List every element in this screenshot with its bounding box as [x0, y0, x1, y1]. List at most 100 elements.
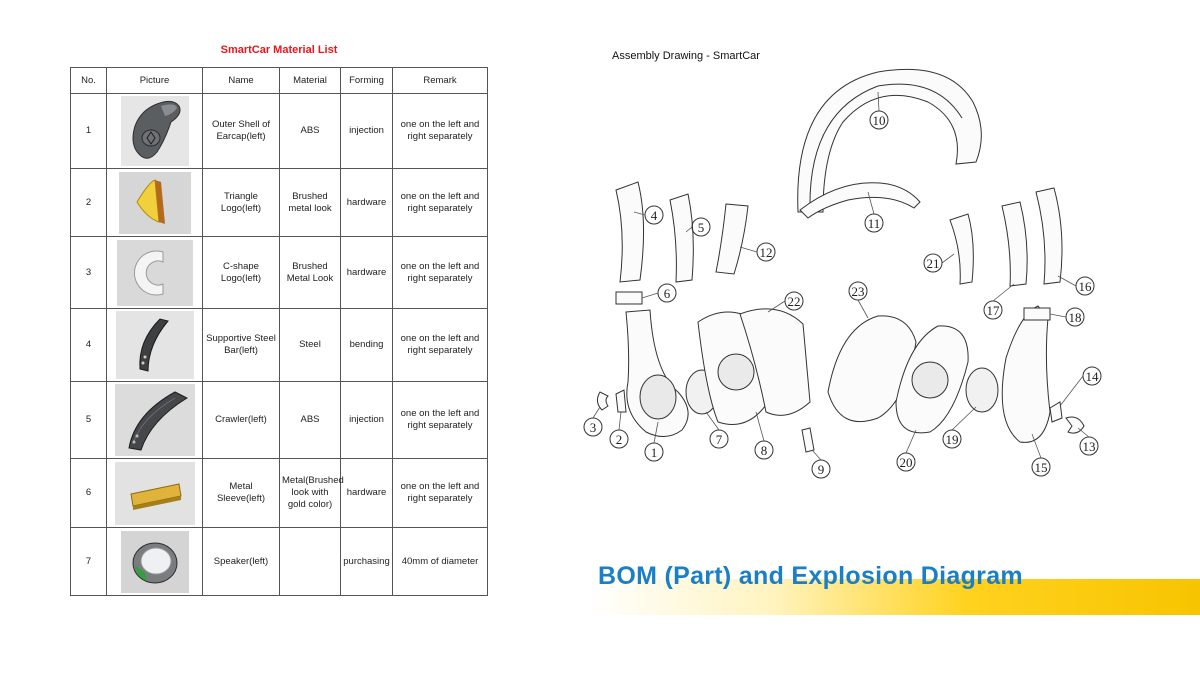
cell-no: 2: [70, 168, 107, 237]
callout-label: 6: [664, 286, 671, 301]
header-name: Name: [202, 67, 280, 94]
cell-name: Speaker(left): [202, 527, 280, 596]
headband-part: [797, 68, 982, 213]
callout-label: 7: [716, 432, 723, 447]
cell-material: Steel: [279, 308, 341, 382]
header-no: No.: [70, 67, 107, 94]
table-row: 7 Speaker(left) purchasing 40mm of diame…: [70, 527, 488, 596]
cell-material: Brushed Metal Look: [279, 236, 341, 309]
cell-forming: purchasing: [340, 527, 393, 596]
callout-label: 8: [761, 443, 768, 458]
table-header-row: No. Picture Name Material Forming Remark: [70, 67, 488, 94]
callout-label: 18: [1069, 310, 1082, 325]
right-steel-bar-part: [1035, 187, 1063, 285]
cell-no: 5: [70, 381, 107, 459]
cell-forming: injection: [340, 93, 393, 169]
cell-forming: hardware: [340, 168, 393, 237]
cell-no: 1: [70, 93, 107, 169]
diagram-parts: [596, 68, 1085, 453]
steel-bar-photo: [106, 308, 203, 382]
left-slider-part: [615, 181, 645, 283]
cell-material: ABS: [279, 93, 341, 169]
callout-label: 17: [987, 303, 1001, 318]
cell-name: Crawler(left): [202, 381, 280, 459]
callout-label: 11: [868, 216, 881, 231]
cell-forming: bending: [340, 308, 393, 382]
cell-material: Brushed metal look: [279, 168, 341, 237]
cell-no: 4: [70, 308, 107, 382]
left-cushion-part: [739, 308, 811, 416]
right-slider-part: [1001, 201, 1028, 287]
slide-title: BOM (Part) and Explosion Diagram: [598, 562, 1023, 590]
left-sleeve-part: [615, 291, 643, 305]
cell-forming: injection: [340, 381, 393, 459]
callout-label: 3: [590, 420, 597, 435]
assembly-drawing-title: Assembly Drawing - SmartCar: [612, 50, 760, 62]
callout-label: 22: [788, 294, 801, 309]
cell-name: Outer Shell of Earcap(left): [202, 93, 280, 169]
cell-name: C-shape Logo(left): [202, 236, 280, 309]
callout-label: 10: [873, 113, 886, 128]
right-cushion-part: [827, 315, 917, 423]
header-forming: Forming: [340, 67, 393, 94]
callout-label: 4: [651, 208, 658, 223]
callout-label: 12: [760, 245, 773, 260]
cell-remark: one on the left and right separately: [392, 93, 488, 169]
triangle-logo-part: [615, 389, 627, 413]
right-triangle-logo-part: [1049, 401, 1063, 423]
header-remark: Remark: [392, 67, 488, 94]
header-picture: Picture: [106, 67, 203, 94]
c-shape-logo-photo: [106, 236, 203, 309]
cell-material: ABS: [279, 381, 341, 459]
cell-material: [279, 527, 341, 596]
callout-label: 16: [1079, 279, 1093, 294]
callout-label: 19: [946, 432, 959, 447]
cell-name: Supportive Steel Bar(left): [202, 308, 280, 382]
cell-remark: one on the left and right separately: [392, 168, 488, 237]
speaker-photo: [106, 527, 203, 596]
cell-remark: one on the left and right separately: [392, 458, 488, 528]
callout-label: 14: [1086, 369, 1100, 384]
cell-forming: hardware: [340, 458, 393, 528]
metal-sleeve-photo: [106, 458, 203, 528]
cell-no: 3: [70, 236, 107, 309]
table-row: 2 Triangle Logo(left) Brushed metal look…: [70, 168, 488, 237]
callout-label: 2: [616, 432, 623, 447]
leader-lines: [592, 91, 1090, 461]
material-list-table: No. Picture Name Material Forming Remark…: [70, 67, 488, 596]
callout-label: 13: [1083, 439, 1096, 454]
explosion-diagram: 1 2 3 4 5 6 7 8 9 10 11 12 13 14 15 16 1…: [583, 68, 1102, 479]
table-row: 5 Crawler(left) ABS injection one on the…: [70, 381, 488, 459]
right-speaker-part: [965, 367, 999, 413]
callout-labels: 1 2 3 4 5 6 7 8 9 10 11 12 13 14 15 16 1…: [590, 113, 1099, 477]
cell-material: Metal(Brushed look with gold color): [279, 458, 344, 528]
cell-remark: one on the left and right separately: [392, 381, 488, 459]
cell-no: 7: [70, 527, 107, 596]
table-row: 6 Metal Sleeve(left) Metal(Brushed look …: [70, 458, 488, 528]
callout-label: 15: [1035, 460, 1048, 475]
left-crawler-part: [669, 193, 694, 283]
outer-shell-photo: [106, 93, 203, 169]
c-logo-part: [596, 391, 609, 411]
callout-label: 9: [818, 462, 825, 477]
cell-remark: 40mm of diameter: [392, 527, 488, 596]
triangle-logo-photo: [106, 168, 203, 237]
cell-name: Metal Sleeve(left): [202, 458, 280, 528]
right-earcup-shell: [1001, 305, 1051, 443]
right-crawler-part: [949, 213, 974, 285]
callout-label: 20: [900, 455, 913, 470]
yellow-banner-stripe: [588, 579, 1200, 615]
table-row: 4 Supportive Steel Bar(left) Steel bendi…: [70, 308, 488, 382]
comb-part: [715, 203, 749, 275]
screw-part: [801, 427, 815, 453]
cell-no: 6: [70, 458, 107, 528]
cell-remark: one on the left and right separately: [392, 236, 488, 309]
callout-label: 5: [698, 220, 705, 235]
table-row: 1 Outer Shell of Earcap(left) ABS inject…: [70, 93, 488, 169]
cell-name: Triangle Logo(left): [202, 168, 280, 237]
cell-forming: hardware: [340, 236, 393, 309]
crawler-photo: [106, 381, 203, 459]
callout-label: 21: [927, 256, 940, 271]
cell-remark: one on the left and right separately: [392, 308, 488, 382]
table-row: 3 C-shape Logo(left) Brushed Metal Look …: [70, 236, 488, 309]
